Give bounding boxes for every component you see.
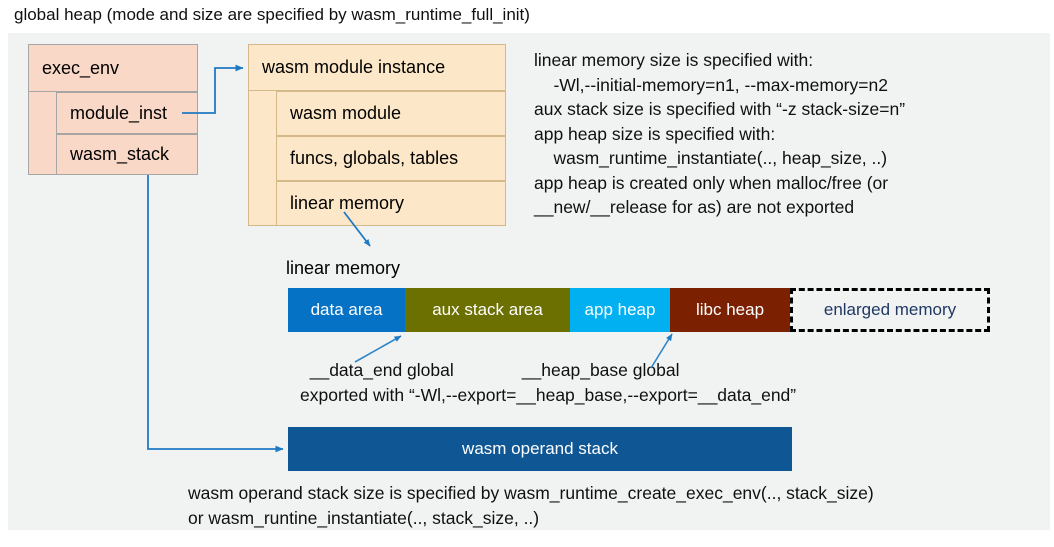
module-instance-header: wasm module instance	[248, 44, 506, 91]
exec-env-field-module-inst-label: module_inst	[70, 102, 168, 123]
module-instance-field-linear-memory: linear memory	[276, 181, 506, 226]
wasm-operand-stack-bar[interactable]: wasm operand stack	[288, 427, 792, 471]
module-instance-field-wasm-module: wasm module	[276, 91, 506, 136]
exec-env-header-label: exec_env	[42, 57, 120, 78]
memory-segment-aux-stack-area-label: aux stack area	[432, 300, 543, 319]
linear-memory-bar: data area aux stack area app heap libc h…	[288, 288, 990, 332]
memory-segment-app-heap-label: app heap	[584, 300, 656, 319]
linear-memory-caption: linear memory	[286, 258, 401, 278]
module-instance-field-funcs-globals-tables-label: funcs, globals, tables	[290, 148, 459, 168]
operand-stack-note: wasm operand stack size is specified by …	[188, 483, 874, 528]
module-instance-field-wasm-module-label: wasm module	[290, 103, 402, 123]
memory-segment-libc-heap[interactable]: libc heap	[670, 288, 790, 332]
memory-segment-libc-heap-label: libc heap	[695, 300, 765, 319]
memory-segment-enlarged-memory[interactable]: enlarged memory	[790, 288, 990, 332]
module-instance-field-linear-memory-label: linear memory	[290, 193, 405, 213]
linear-memory-note: linear memory size is specified with: -W…	[534, 50, 906, 217]
memory-segment-app-heap[interactable]: app heap	[570, 288, 670, 332]
memory-segment-enlarged-memory-label: enlarged memory	[823, 300, 957, 319]
page-title: global heap (mode and size are specified…	[14, 5, 530, 24]
module-instance-header-label: wasm module instance	[262, 57, 446, 77]
memory-segment-data-area-label: data area	[310, 300, 383, 319]
exec-env-field-wasm-stack-label: wasm_stack	[70, 144, 170, 164]
exec-env-header: exec_env	[28, 44, 198, 92]
memory-segment-aux-stack-area[interactable]: aux stack area	[405, 288, 570, 332]
module-instance-field-funcs-globals-tables: funcs, globals, tables	[276, 136, 506, 181]
memory-segment-data-area[interactable]: data area	[288, 288, 405, 332]
exec-env-field-module-inst: module_inst	[56, 92, 198, 134]
wasm-operand-stack-label: wasm operand stack	[462, 439, 618, 458]
exec-env-field-wasm-stack: wasm_stack	[56, 134, 198, 175]
global-markers-note: __data_end global __heap_base global exp…	[300, 360, 797, 405]
